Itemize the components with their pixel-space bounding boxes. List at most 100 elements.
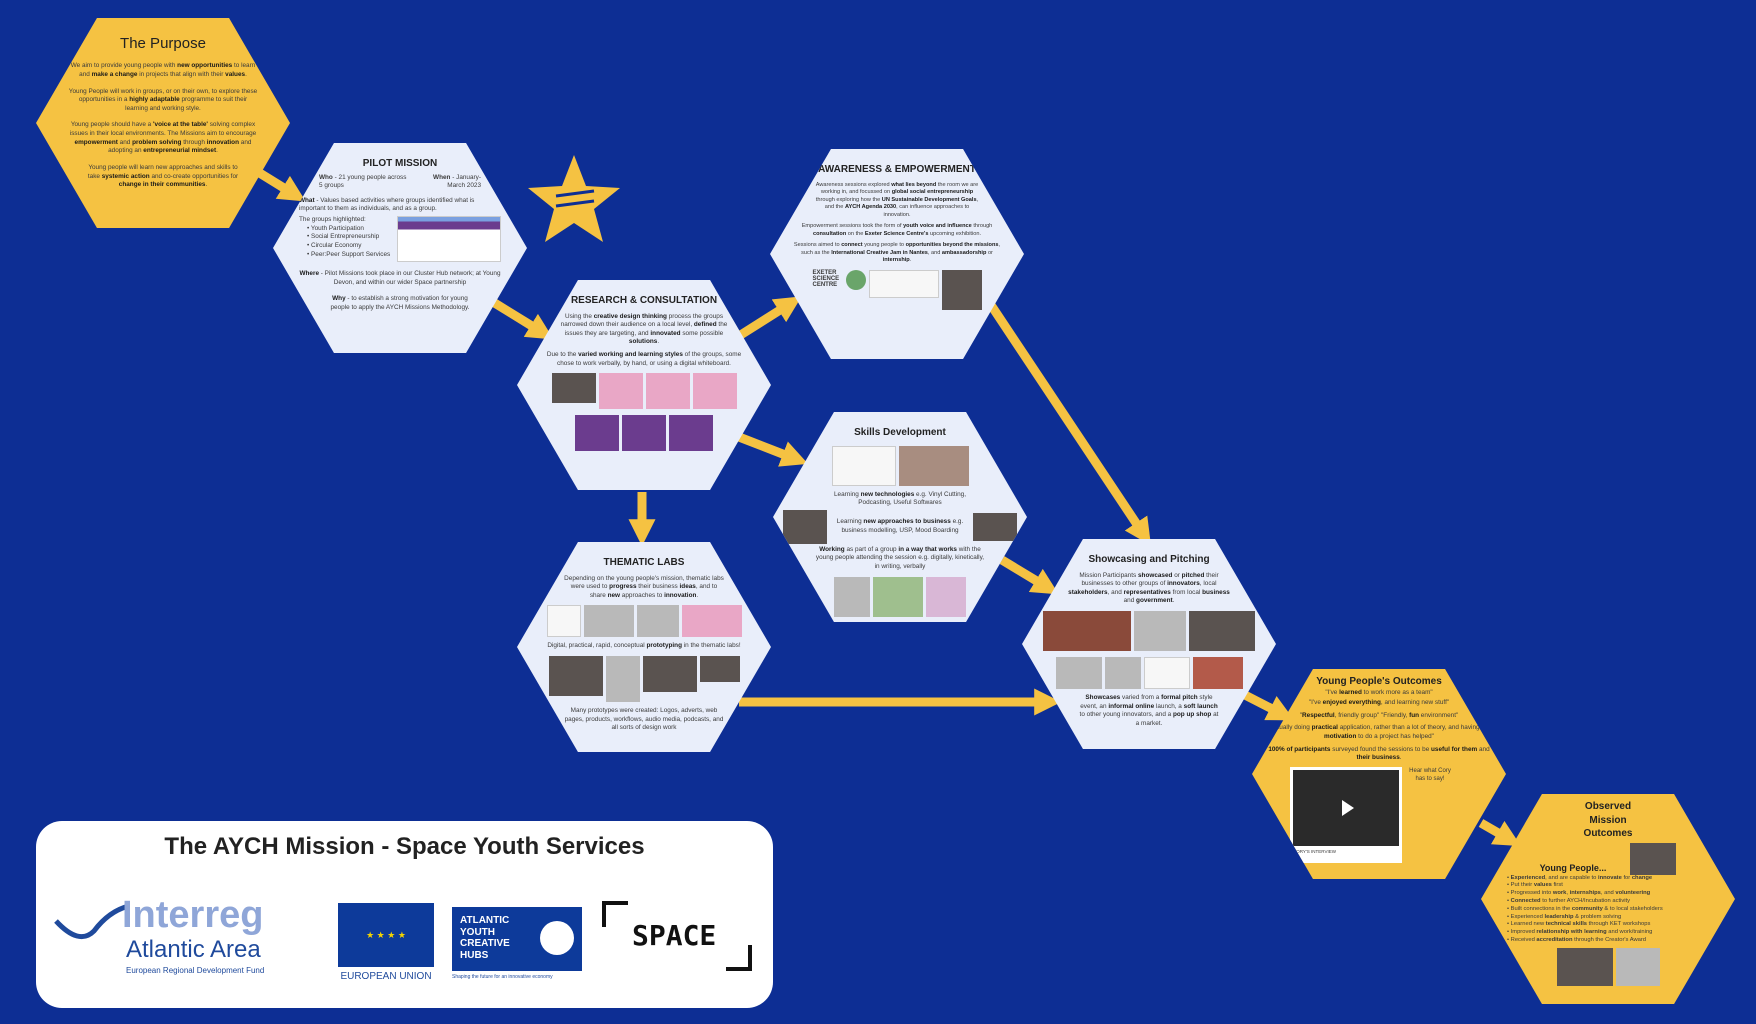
hex-young-people-outcomes: Young People's Outcomes "I've learned to… [1252, 669, 1506, 879]
star-stripes [555, 189, 595, 208]
hex-awareness: AWARENESS & EMPOWERMENT Awareness sessio… [770, 149, 1024, 359]
photo [1055, 657, 1102, 690]
observed-title: Observed Mission Outcomes [1583, 801, 1633, 839]
text: , and [1600, 890, 1616, 897]
quote: "I've learned to work more as a team" [1325, 689, 1432, 698]
page-title: The AYCH Mission - Space Youth Services [164, 833, 645, 860]
outcome-item: Learned new technical skills through KET… [1507, 921, 1663, 929]
board-image [669, 415, 713, 452]
text: to work more as a team" [1361, 688, 1433, 696]
text: in the thematic labs! [681, 642, 741, 650]
text: Using the [564, 312, 594, 320]
text: to do a project has helped" [1356, 733, 1434, 741]
purpose-para: Young people should have a 'voice at the… [68, 121, 258, 156]
outcome-item: Put their values first [1507, 882, 1663, 890]
text: & problem solving [1573, 913, 1622, 920]
purpose-para: Young People will work in groups, or on … [68, 88, 258, 114]
photo [1630, 842, 1677, 875]
photo [546, 605, 581, 638]
bold-text: accreditation [1536, 937, 1573, 943]
text: We aim to provide young people with [70, 62, 178, 70]
text: , and learning new stuff" [1380, 699, 1450, 707]
bold-text: new technologies [860, 490, 915, 498]
text: young people to [862, 242, 906, 249]
eu-flag: ★ ★ ★ ★ [338, 903, 434, 967]
text: and [1123, 597, 1137, 605]
text: Due to the [546, 351, 579, 359]
text: Young people should have a [70, 121, 154, 129]
text: approaches to [620, 591, 665, 599]
text: with the young people attending the sess… [815, 545, 985, 571]
text: some possible [680, 329, 724, 337]
photo [699, 656, 740, 683]
text: , can influence approaches to innovation… [883, 204, 970, 218]
text: . [696, 591, 699, 599]
bold-text: problem solving [132, 138, 182, 146]
text: . [1399, 754, 1402, 762]
bold-text: what lies beyond [891, 181, 937, 188]
bold-text: soft launch [1183, 702, 1218, 710]
group-item: Peer:Peer Support Services [307, 251, 397, 260]
text: launch, a [1154, 702, 1184, 710]
text: Improved [1510, 929, 1537, 936]
photo [1143, 657, 1190, 690]
outcome-item: Built connections in the community & to … [1507, 906, 1663, 914]
observed-subtitle: Young People... [1539, 863, 1607, 874]
text: Received [1510, 937, 1537, 943]
text: "Actually doing [1267, 724, 1312, 732]
photo [636, 605, 679, 638]
photo [551, 373, 596, 404]
bold-text: internships [1569, 890, 1601, 897]
pilot-who: Who - 21 young people across 5 groups [319, 174, 408, 191]
text: . [245, 70, 247, 78]
bold-text: representatives [1123, 588, 1171, 596]
text: through the Creator's Award [1572, 937, 1647, 943]
group-item: Social Entrepreneurship [307, 233, 397, 242]
photo [834, 576, 870, 617]
space-name: SPACE [632, 919, 717, 952]
text: - Pilot Missions took place in our Clust… [319, 270, 501, 286]
hex-observed-outcomes: Observed Mission Outcomes Young People..… [1481, 794, 1735, 1004]
thematic-para: Digital, practical, rapid, conceptual pr… [547, 642, 740, 651]
text: for [1621, 874, 1632, 881]
arrow-outcomes-to-observed [1478, 819, 1522, 847]
bold-text: fun [1409, 711, 1420, 719]
text: in projects that align with their [137, 70, 226, 78]
text: & to local stakeholders [1602, 905, 1663, 912]
arrow-research-to-awareness [736, 296, 802, 340]
play-icon[interactable] [1342, 799, 1354, 816]
showcasing-para: Showcases varied from a formal pitch sty… [1038, 694, 1260, 729]
aych-line: ATLANTIC [460, 915, 510, 926]
photo [783, 509, 827, 544]
hex-research: RESEARCH & CONSULTATION Using the creati… [517, 280, 771, 490]
interreg-fund: European Regional Development Fund [126, 966, 265, 975]
photo [605, 656, 640, 703]
showcasing-para: Mission Participants showcased or pitche… [1038, 572, 1260, 607]
group-item: Circular Economy [307, 242, 397, 251]
text: through [971, 223, 993, 230]
video-embed[interactable]: CORY'S INTERVIEW [1290, 766, 1402, 863]
pilot-groups-label: The groups highlighted: [299, 216, 366, 224]
bold-text: work [1552, 890, 1567, 897]
bold-text: community [1571, 905, 1603, 912]
photo [583, 605, 634, 638]
purpose-title: The Purpose [120, 35, 206, 52]
research-para: Due to the varied working and learning s… [539, 351, 749, 368]
bold-text: informal online [1108, 702, 1155, 710]
quote: "I've enjoyed everything, and learning n… [1309, 699, 1449, 708]
board-image [645, 373, 690, 410]
bold-text: 100% of participants [1268, 745, 1331, 753]
thematic-title: THEMATIC LABS [603, 557, 685, 568]
star-icon [528, 155, 620, 242]
eu-label: EUROPEAN UNION [340, 971, 432, 982]
text: Young People will work in groups, or on … [68, 87, 258, 104]
research-title: RESEARCH & CONSULTATION [570, 295, 718, 306]
text: to learn and [79, 62, 256, 78]
text: through KET workshops [1587, 921, 1651, 928]
bold-text: learned [1339, 688, 1362, 696]
text: Learned new [1510, 921, 1546, 928]
bold-text: Where [299, 270, 319, 278]
photo [1189, 611, 1255, 652]
awareness-title: AWARENESS & EMPOWERMENT [818, 164, 976, 175]
text: to other young innovators, and a [1079, 711, 1173, 719]
